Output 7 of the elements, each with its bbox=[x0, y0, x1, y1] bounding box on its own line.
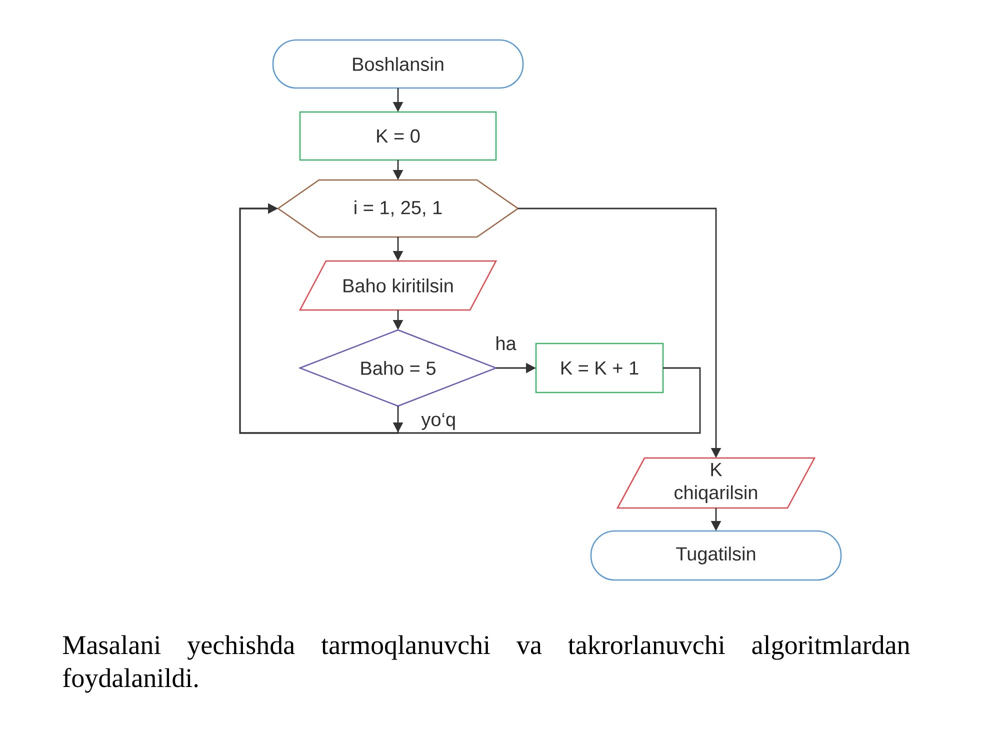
process-box: K = K + 1 bbox=[535, 342, 664, 394]
arrow bbox=[239, 203, 701, 434]
terminator-box: Tugatilsin bbox=[590, 530, 842, 581]
edge-label: yo‘q bbox=[420, 412, 458, 431]
caption: Masalani yechishda tarmoqlanuvchi va takrorlanuvchi algoritmlardan foydalanildi. bbox=[63, 635, 910, 693]
terminator-box: Boshlansin bbox=[272, 39, 524, 89]
process-box: K = 0 bbox=[299, 111, 497, 161]
